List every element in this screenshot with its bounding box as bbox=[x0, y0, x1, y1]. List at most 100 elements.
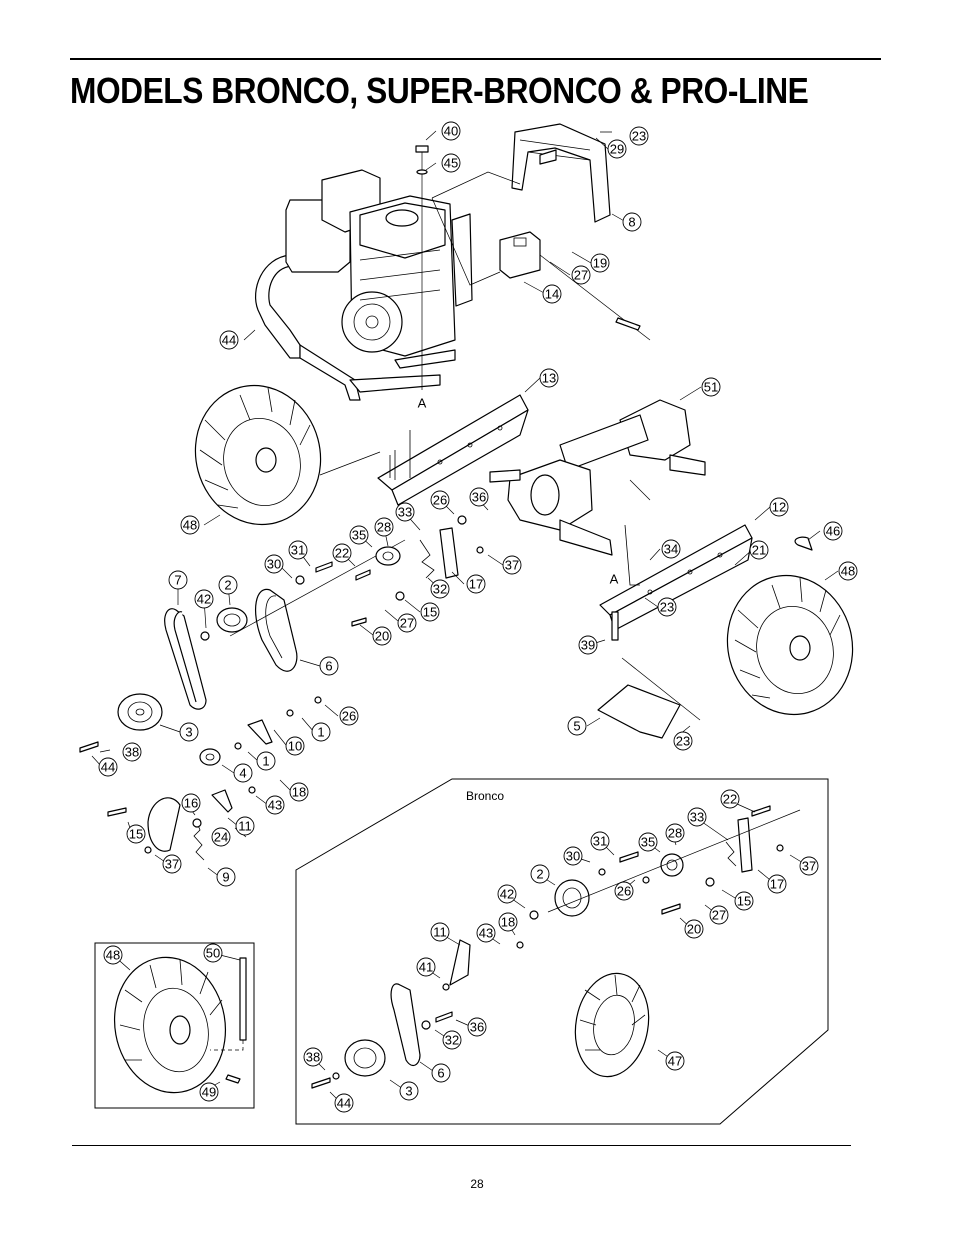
bronco-part-callout-label: 32 bbox=[445, 1033, 459, 1048]
bronco-part-callout-37: 37 bbox=[799, 856, 819, 876]
part-callout-35: 35 bbox=[349, 525, 369, 545]
bronco-part-callout-label: 30 bbox=[566, 849, 580, 864]
bronco-part-callout-6: 6 bbox=[431, 1063, 451, 1083]
part-callout-44: 44 bbox=[219, 330, 239, 350]
part-callout-17: 17 bbox=[466, 574, 486, 594]
part-callout-label: 23 bbox=[676, 734, 690, 749]
bronco-part-callout-33: 33 bbox=[687, 807, 707, 827]
part-callout-15: 15 bbox=[126, 824, 146, 844]
part-callout-43: 43 bbox=[265, 795, 285, 815]
left-tire-illustration bbox=[194, 384, 381, 526]
bronco-part-callout-label: 11 bbox=[433, 925, 447, 940]
bronco-part-callout-label: 43 bbox=[479, 926, 493, 941]
part-callout-37: 37 bbox=[502, 555, 522, 575]
part-callout-label: 23 bbox=[632, 129, 646, 144]
part-callout-label: 31 bbox=[291, 543, 305, 558]
bronco-part-callout-11: 11 bbox=[430, 922, 450, 942]
part-callout-36: 36 bbox=[469, 487, 489, 507]
part-callout-16: 16 bbox=[181, 793, 201, 813]
part-callout-31: 31 bbox=[288, 540, 308, 560]
part-callout-8: 8 bbox=[622, 212, 642, 232]
part-callout-7: 7 bbox=[168, 570, 188, 590]
part-callout-label: 10 bbox=[288, 739, 302, 754]
part-callout-label: 8 bbox=[628, 215, 635, 230]
transmission-illustration bbox=[489, 399, 706, 556]
engine-illustration bbox=[254, 145, 473, 401]
bronco-part-callout-42: 42 bbox=[497, 884, 517, 904]
part-callout-label: 27 bbox=[400, 616, 414, 631]
top-rule bbox=[70, 58, 881, 60]
bronco-part-callout-label: 26 bbox=[617, 884, 631, 899]
part-callout-label: 3 bbox=[185, 725, 192, 740]
bronco-part-callout-26: 26 bbox=[614, 881, 634, 901]
bronco-part-callout-label: 22 bbox=[723, 792, 737, 807]
part-callout-46: 46 bbox=[823, 521, 843, 541]
part-callout-label: 12 bbox=[772, 500, 786, 515]
part-callout-label: 4 bbox=[239, 766, 246, 781]
bronco-part-callout-label: 2 bbox=[536, 867, 543, 882]
part-callout-45: 45 bbox=[441, 153, 461, 173]
part-callout-A: A bbox=[610, 572, 619, 587]
belts-pulleys-illustration bbox=[117, 539, 406, 731]
part-callout-9: 9 bbox=[216, 867, 236, 887]
bronco-part-callout-2: 2 bbox=[530, 864, 550, 884]
part-callout-label: 1 bbox=[262, 754, 269, 769]
part-callout-label: 1 bbox=[317, 725, 324, 740]
part-callout-label: 29 bbox=[610, 142, 624, 157]
part-callout-39: 39 bbox=[578, 635, 598, 655]
shield-5-illustration bbox=[597, 684, 681, 739]
part-callout-1: 1 bbox=[311, 722, 331, 742]
part-callout-label: 21 bbox=[752, 543, 766, 558]
part-callout-19: 19 bbox=[590, 253, 610, 273]
part-callout-label: 17 bbox=[469, 577, 483, 592]
part-callout-label: 30 bbox=[267, 557, 281, 572]
part-callout-42: 42 bbox=[194, 589, 214, 609]
frame-12-illustration bbox=[599, 524, 753, 631]
bronco-part-callout-31: 31 bbox=[590, 831, 610, 851]
lower-left-assembly-illustration bbox=[79, 696, 322, 861]
pin-39-illustration bbox=[611, 611, 619, 641]
bronco-part-callout-36: 36 bbox=[467, 1017, 487, 1037]
bronco-part-callout-label: 28 bbox=[668, 826, 682, 841]
part-callout-4: 4 bbox=[233, 763, 253, 783]
part-callout-24: 24 bbox=[211, 827, 231, 847]
part-callout-23: 23 bbox=[673, 731, 693, 751]
right-tire-illustration bbox=[726, 536, 854, 716]
part-callout-label: 32 bbox=[433, 582, 447, 597]
part-callout-label: 46 bbox=[826, 524, 840, 539]
part-callout-14: 14 bbox=[542, 284, 562, 304]
bronco-part-callout-label: 47 bbox=[668, 1054, 682, 1069]
part-callout-label: 44 bbox=[101, 760, 115, 775]
bronco-part-callout-41: 41 bbox=[416, 957, 436, 977]
idler-assembly-illustration bbox=[295, 515, 484, 627]
part-callout-label: 43 bbox=[268, 798, 282, 813]
bronco-part-callout-label: 17 bbox=[770, 877, 784, 892]
wheel-part-callout-48: 48 bbox=[103, 945, 123, 965]
part-callout-30: 30 bbox=[264, 554, 284, 574]
wheel-part-callout-49: 49 bbox=[199, 1082, 219, 1102]
part-callout-label: 48 bbox=[183, 518, 197, 533]
bronco-part-callout-18: 18 bbox=[498, 912, 518, 932]
part-callout-label: 11 bbox=[238, 819, 252, 834]
part-callout-18: 18 bbox=[289, 782, 309, 802]
part-callout-26: 26 bbox=[339, 706, 359, 726]
part-callout-1: 1 bbox=[256, 751, 276, 771]
part-callout-10: 10 bbox=[285, 736, 305, 756]
bronco-part-callout-label: 33 bbox=[690, 810, 704, 825]
part-callout-label: 28 bbox=[377, 520, 391, 535]
part-callout-label: 22 bbox=[335, 546, 349, 561]
part-callout-21: 21 bbox=[749, 540, 769, 560]
part-callout-label: A bbox=[610, 572, 619, 587]
part-callout-label: 9 bbox=[222, 870, 229, 885]
part-callout-23: 23 bbox=[629, 126, 649, 146]
part-callout-label: 16 bbox=[184, 796, 198, 811]
part-callout-40: 40 bbox=[441, 121, 461, 141]
bronco-part-callout-label: 27 bbox=[712, 908, 726, 923]
part-callout-29: 29 bbox=[607, 139, 627, 159]
bracket-14-illustration bbox=[499, 231, 651, 341]
part-callout-label: 19 bbox=[593, 256, 607, 271]
part-callout-label: A bbox=[418, 396, 427, 411]
bronco-part-callout-20: 20 bbox=[684, 919, 704, 939]
